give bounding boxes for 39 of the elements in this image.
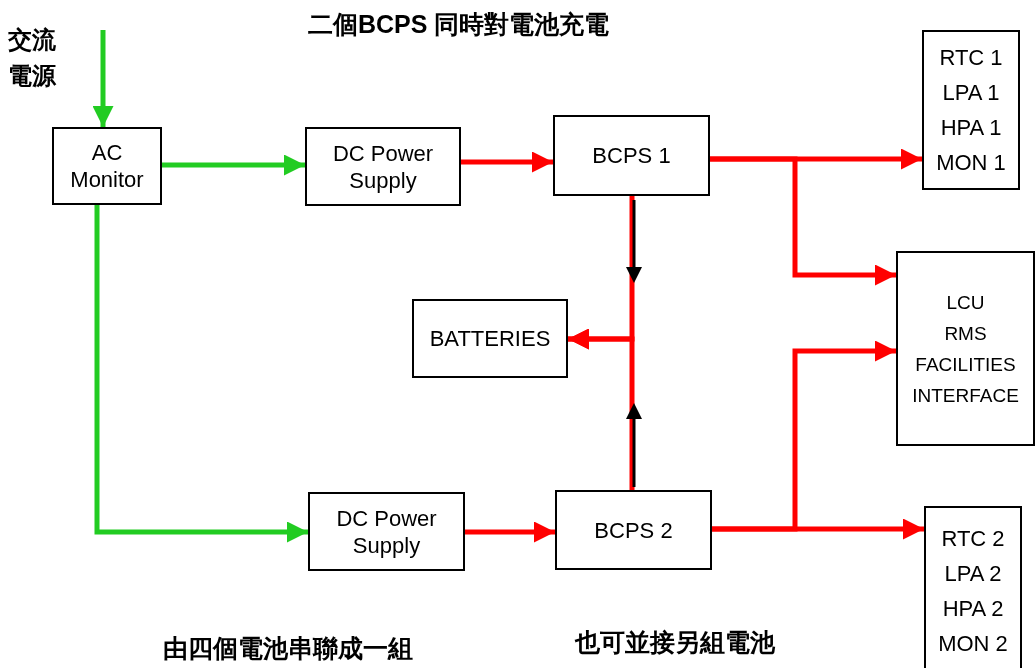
block-box xyxy=(305,127,461,206)
block-label: BCPS 2 xyxy=(594,516,673,544)
note-text: 交流電源 xyxy=(8,25,57,91)
block-label: LCU xyxy=(946,290,985,315)
arrow xyxy=(710,156,896,286)
block-label: DC Power Supply xyxy=(331,139,435,194)
block-label: HPA 1 xyxy=(940,114,1002,141)
arrow xyxy=(94,205,308,543)
arrow xyxy=(162,154,305,176)
block-box xyxy=(52,127,162,205)
block-label: LPA 1 xyxy=(942,79,1000,106)
block-box xyxy=(308,492,465,571)
block-label: MON 1 xyxy=(936,149,1006,176)
note-text: 由四個電池串聯成一組 xyxy=(163,633,413,664)
block-label: AC Monitor xyxy=(69,139,145,193)
block-label: MON 2 xyxy=(938,630,1008,657)
block-label: DC Power Supply xyxy=(335,504,438,559)
block-label: RTC 2 xyxy=(941,525,1005,552)
note-text: 也可並接另組電池 xyxy=(575,627,775,658)
block-label: BCPS 1 xyxy=(592,142,671,169)
block-box xyxy=(924,506,1022,668)
block-label: RMS xyxy=(944,321,987,346)
block-label: RTC 1 xyxy=(939,44,1003,71)
block-label: HPA 2 xyxy=(942,595,1004,622)
block-label: BATTERIES xyxy=(429,325,551,352)
block-box xyxy=(553,115,710,196)
title: 二個BCPS 同時對電池充電 xyxy=(308,9,610,40)
arrow xyxy=(92,30,114,127)
arrow xyxy=(461,151,553,173)
block-box xyxy=(922,30,1020,190)
block-label: FACILITIES xyxy=(915,352,1016,377)
block-box xyxy=(555,490,712,570)
block-label: INTERFACE xyxy=(912,383,1019,408)
block-box xyxy=(412,299,568,378)
block-label: LPA 2 xyxy=(944,560,1002,587)
arrow xyxy=(568,328,635,490)
arrow xyxy=(465,521,555,543)
arrow xyxy=(712,340,896,532)
block-box xyxy=(896,251,1035,446)
